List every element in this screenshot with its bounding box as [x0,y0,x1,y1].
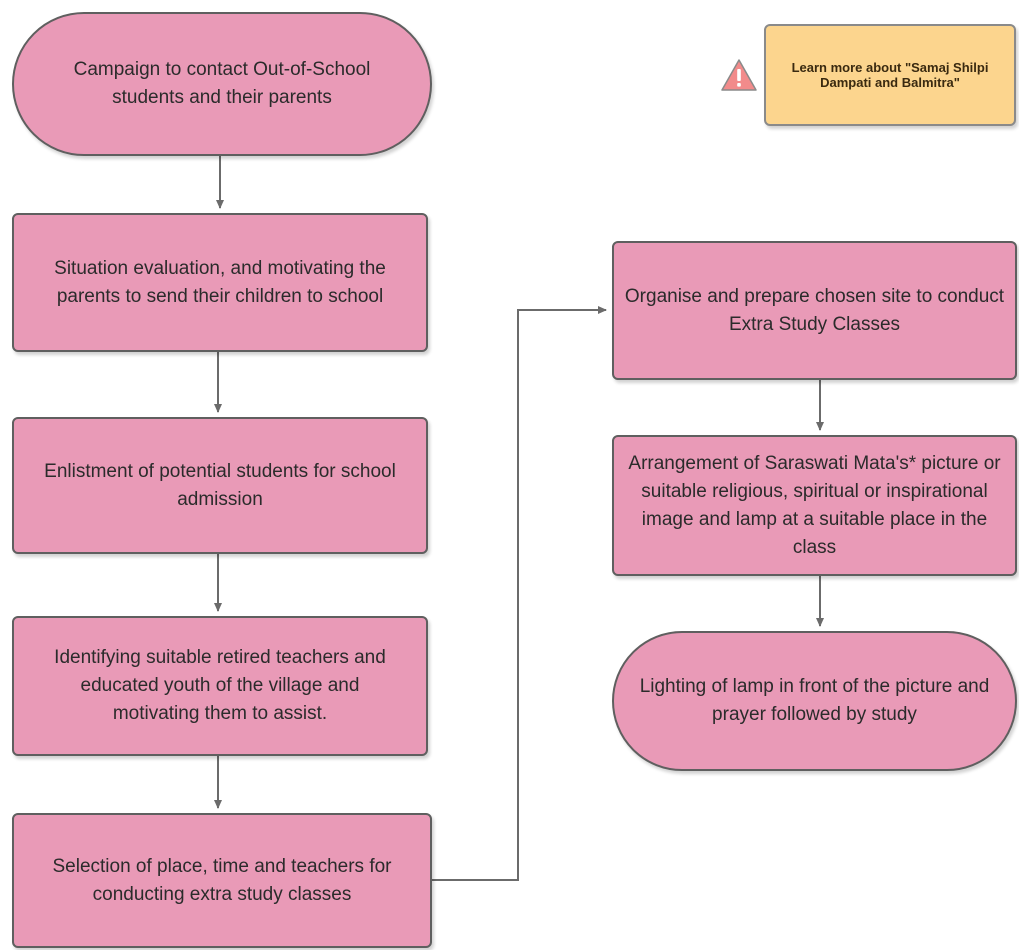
warning-icon [721,59,757,91]
situation-evaluation-step: Situation evaluation, and motivating the… [12,213,428,352]
organise-site-step: Organise and prepare chosen site to cond… [612,241,1017,380]
identify-teachers-text: Identifying suitable retired teachers an… [54,647,386,724]
enlistment-step: Enlistment of potential students for sch… [12,417,428,554]
learn-more-note-text: Learn more about "Samaj Shilpi Dampati a… [791,60,989,90]
identify-teachers-step: Identifying suitable retired teachers an… [12,616,428,756]
selection-text: Selection of place, time and teachers fo… [52,855,392,905]
start-terminal-text: Campaign to contact Out-of-School studen… [73,59,371,108]
learn-more-note[interactable]: Learn more about "Samaj Shilpi Dampati a… [764,24,1016,126]
selection-step: Selection of place, time and teachers fo… [12,813,432,948]
start-terminal: Campaign to contact Out-of-School studen… [12,12,432,156]
organise-site-text: Organise and prepare chosen site to cond… [624,285,1005,335]
enlistment-text: Enlistment of potential students for sch… [44,460,396,510]
arrow-step4-to-step5 [430,306,607,881]
arrangement-step: Arrangement of Saraswati Mata's* picture… [612,435,1017,576]
situation-evaluation-text: Situation evaluation, and motivating the… [54,257,386,307]
end-terminal-text: Lighting of lamp in front of the picture… [639,676,990,725]
arrangement-text: Arrangement of Saraswati Mata's* picture… [628,452,1001,558]
end-terminal: Lighting of lamp in front of the picture… [612,631,1017,771]
